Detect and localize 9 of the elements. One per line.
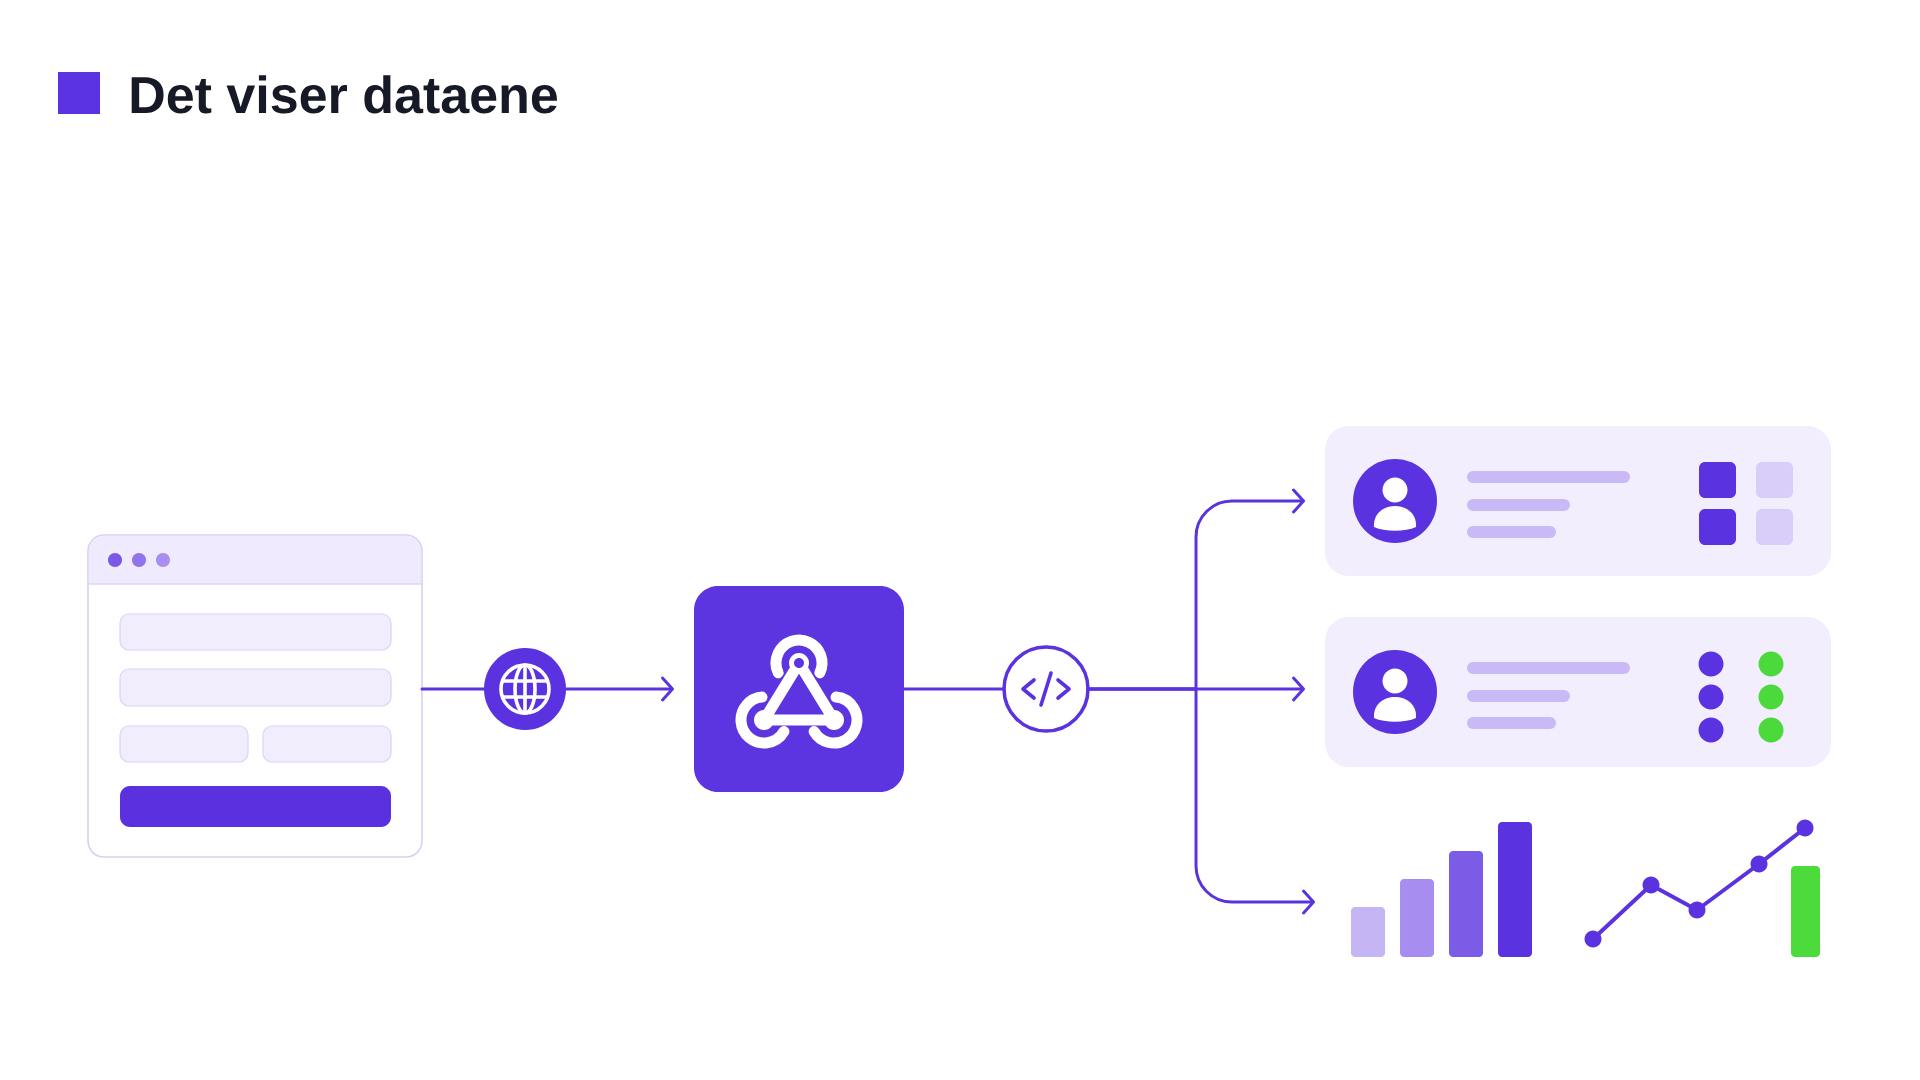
connector-line — [420, 687, 486, 691]
globe-icon — [484, 648, 566, 730]
arrow — [1086, 687, 1315, 915]
arrow — [564, 676, 674, 702]
connector-line — [902, 687, 1006, 691]
code-icon — [1002, 645, 1090, 733]
bar-chart-icon — [1351, 822, 1532, 957]
title: Det viser dataene — [131, 75, 557, 114]
webhook-icon — [694, 586, 904, 792]
